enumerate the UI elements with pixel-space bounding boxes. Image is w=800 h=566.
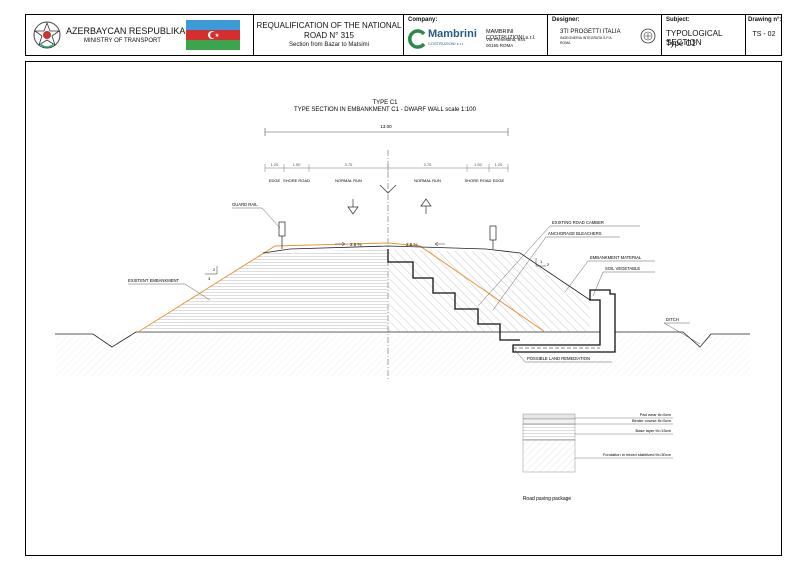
existing-road-camber-label: EXIXTING ROAD CAMBER [552, 220, 604, 225]
designer-label: Designer: [552, 17, 580, 23]
lane-width-label: 1.25 [271, 162, 280, 167]
lane-width-label: 1.50 [474, 162, 483, 167]
project-title-line2: ROAD N° 315 [304, 31, 354, 40]
subject-line1: TYPOLOGICAL SECTION [666, 29, 723, 47]
svg-text:3: 3 [208, 276, 211, 281]
binder-course-layer [522, 418, 576, 425]
designer-cell: Designer: 3TI PROGETTI ITALIA INGEGNERIA… [548, 15, 662, 55]
new-embankment-fill [388, 249, 590, 332]
subject-line2: Type C1 [666, 39, 696, 48]
overall-dimension: 13.00 [264, 124, 509, 136]
existing-camber-line [387, 242, 546, 333]
slope-left-label: 2.5 % [350, 242, 362, 247]
azerbaijan-emblem-icon [33, 21, 61, 49]
base-layer [522, 423, 576, 441]
company-logo-sub: COSTRUZIONI s.r.l. [428, 41, 464, 46]
section-type-title: TYPE C1 [372, 100, 398, 106]
paving-layer-label: Base layer th=15cm [636, 428, 672, 433]
anchorage-bleachers [387, 249, 520, 341]
paving-layer-label: Binder course th=5cm [632, 418, 672, 423]
existent-embankment-fill [138, 249, 388, 332]
designer-subtitle-2: ROMA [560, 41, 571, 45]
foundation-layer [522, 439, 576, 473]
guard-rail-label: GUARD RAIL [232, 202, 258, 207]
client-cell: AZERBAYCAN RESPUBLIKASI MINISTRY OF TRAN… [26, 15, 254, 55]
company-address-2: 00155 ROMA [486, 43, 514, 48]
company-address-1: Via Prenestina, 944 [486, 37, 526, 42]
svg-text:2: 2 [213, 267, 216, 272]
lane-width-label: 1.25 [495, 162, 504, 167]
lane-zone-label: EDGE [493, 178, 505, 183]
drawing-label: Drawing n°: [748, 17, 782, 23]
lane-zone-label: SHORE ROAD [283, 178, 310, 183]
slope-right-label: 2.5 % [406, 242, 418, 247]
title-block: AZERBAYCAN RESPUBLIKASI MINISTRY OF TRAN… [25, 14, 782, 56]
lane-zone-label: NORMAL RUN [335, 178, 362, 183]
drawing-number: TS - 02 [752, 31, 776, 38]
ministry-name: MINISTRY OF TRANSPORT [84, 38, 161, 44]
subject-cell: Subject: TYPOLOGICAL SECTION Type C1 [662, 15, 746, 55]
dwarf-wall [512, 289, 616, 353]
soil-vegetable-label: SOIL VEGETABLE [605, 266, 640, 271]
lane-zone-label: NORMAL RUN [414, 178, 441, 183]
arrow-up-icon [420, 198, 432, 214]
paving-layer-label: Fondation in mixed stabilized th=30cm [603, 452, 672, 457]
project-title-line3: Section from Bazar to Matsimi [288, 42, 370, 48]
guard-rail-left-icon [278, 221, 286, 249]
paving-caption: Road paving package [523, 496, 572, 502]
lane-zone-label: SHORE ROAD [465, 178, 492, 183]
lane-width-label: 3.75 [424, 162, 433, 167]
company-logo-text: Mambrini [428, 28, 477, 40]
country-name: AZERBAYCAN RESPUBLIKASI [66, 26, 194, 36]
designer-name: 3TI PROGETTI ITALIA [560, 29, 621, 35]
company-label: Company: [408, 17, 438, 23]
company-cell: Company: Mambrini COSTRUZIONI s.r.l. MAM… [404, 15, 548, 55]
project-cell: REQUALIFICATION OF THE NATIONAL ROAD N° … [254, 15, 404, 55]
overall-width-label: 13.00 [380, 124, 392, 129]
drawing-number-cell: Drawing n°: TS - 02 [746, 15, 782, 55]
svg-text:2: 2 [547, 262, 550, 267]
mambrini-logo-icon [408, 29, 426, 49]
annotation-labels: GUARD RAIL EXISTENT EMBANKMENT EXIXTING … [128, 202, 701, 363]
guard-rail-right-icon [489, 225, 497, 249]
ditch-label: DITCH [666, 317, 679, 322]
section-description-title: TYPE SECTION IN EMBANKMENT C1 - DWARF WA… [294, 107, 477, 113]
company-name: MAMBRINI COSTRUZIONI s.r.l. [486, 29, 536, 41]
lane-width-label: 3.75 [345, 162, 354, 167]
road-surface [262, 245, 521, 254]
ground-fill [55, 334, 750, 376]
anchorage-bleachers-label: ANCHORAGE BLEACHERS [548, 231, 602, 236]
arrow-down-icon [347, 199, 359, 215]
azerbaijan-flag-icon [186, 20, 240, 50]
right-slope [519, 252, 591, 301]
designer-subtitle-1: INGEGNERIA INTEGRATA S.P.A. [560, 36, 613, 40]
existing-slope-line-left [137, 245, 276, 333]
certification-seal-icon [640, 28, 656, 44]
paving-layer-label: Pad wear th=5cm [640, 412, 672, 417]
crown-symbol [379, 184, 397, 194]
pad-wear-layer [522, 413, 576, 420]
project-title-line1: REQUALIFICATION OF THE NATIONAL [256, 21, 402, 30]
slope-ratio-right: 1 2 [535, 258, 550, 267]
land-remediation-label: POSSIBLE LAND REMEDIATION [527, 356, 590, 361]
slope-ratio-left: 2 3 [205, 266, 218, 281]
subject-label: Subject: [666, 17, 690, 23]
embankment-material-label: EMBANKMENT MATERIAL [590, 255, 642, 260]
svg-text:1: 1 [540, 259, 543, 264]
lane-width-label: 1.50 [293, 162, 302, 167]
drawing-frame [25, 61, 782, 556]
existent-embankment-label: EXISTENT EMBANKMENT [128, 278, 180, 283]
lane-zone-label: EDGE [269, 178, 281, 183]
